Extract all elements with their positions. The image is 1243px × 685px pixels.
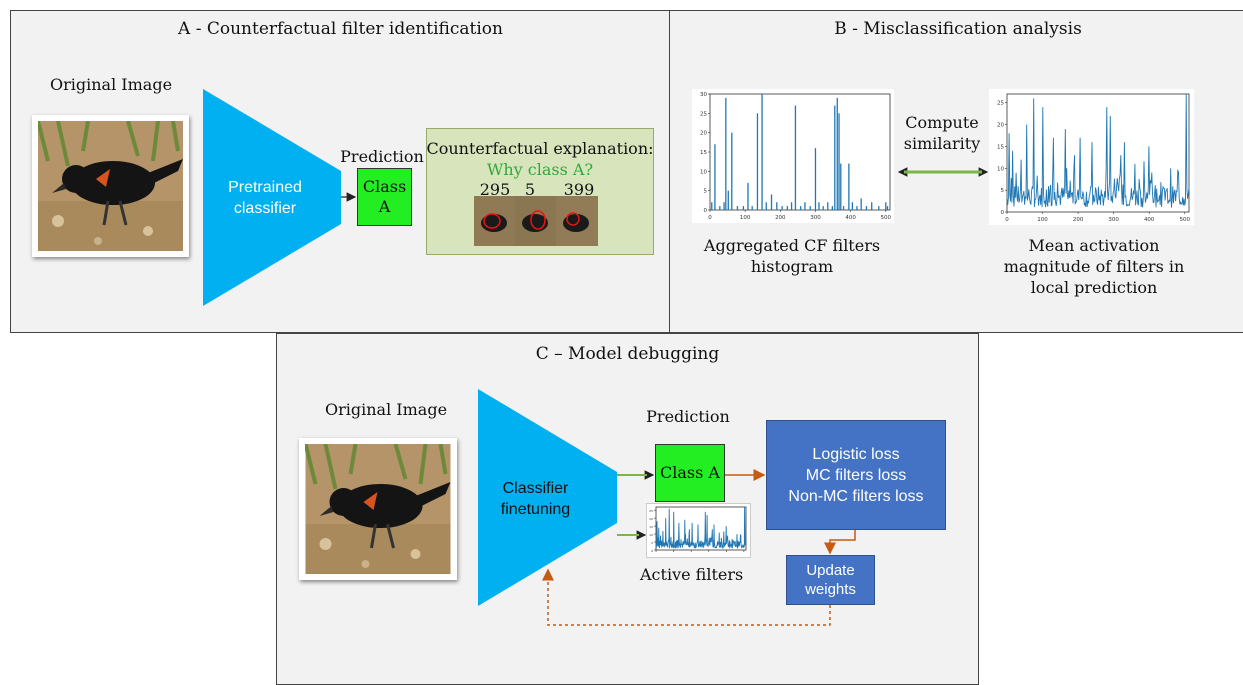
x-tick-label: 400 (723, 556, 729, 557)
y-tick-label: 25 (649, 509, 653, 513)
activation-caption-1: Mean activation (1028, 236, 1160, 255)
loss-line-3: Non-MC filters loss (788, 487, 924, 505)
y-tick-label: 10 (997, 166, 1004, 172)
classifier-finetuning-shape (478, 389, 617, 606)
y-tick-label: 30 (700, 92, 707, 98)
x-tick-label: 200 (775, 215, 786, 221)
pretrained-classifier-label-1: Pretrained (228, 179, 302, 196)
y-tick-label: 15 (997, 144, 1004, 150)
panel-c-original-image-label: Original Image (325, 400, 448, 419)
x-tick-label: 0 (1005, 217, 1009, 223)
cf-filter-id-3: 399 (563, 180, 595, 199)
activation-caption-2: magnitude of filters in (1003, 257, 1185, 276)
y-tick-label: 15 (700, 150, 707, 156)
y-tick-label: 20 (997, 123, 1004, 129)
panel-a-class-box: Class A (357, 168, 412, 226)
compute-label-2: similarity (903, 134, 981, 153)
panel-a-title: A - Counterfactual filter identification (178, 19, 503, 39)
panel-c-title: C – Model debugging (535, 344, 720, 364)
x-tick-label: 300 (1108, 217, 1119, 223)
active-filters-chart: 0 100 200 300 400 500 0 5 10 15 20 25 (646, 503, 751, 560)
activation-caption-3: local prediction (1030, 278, 1158, 297)
activation-series-line (655, 506, 747, 549)
loss-box: Logistic loss MC filters loss Non-MC fil… (766, 420, 946, 530)
classifier-finetuning-label-1: Classifier (502, 480, 569, 497)
y-tick-label: 25 (997, 101, 1004, 107)
cf-filter-id-2: 5 (524, 180, 536, 199)
active-filters-svg: 0 100 200 300 400 500 0 5 10 15 20 25 (649, 506, 747, 560)
panel-c-class-label: Class A (660, 463, 720, 482)
x-tick-label: 400 (1144, 217, 1155, 223)
x-tick-label: 200 (688, 556, 694, 557)
y-tick-label: 20 (649, 517, 653, 521)
panel-c-class-box: Class A (655, 444, 725, 502)
x-tick-label: 400 (845, 215, 856, 221)
x-tick-label: 500 (1179, 217, 1190, 223)
x-tick-label: 100 (671, 556, 677, 557)
cf-histogram-caption-2: histogram (750, 257, 834, 276)
panel-a-class-label-2: A (378, 197, 391, 216)
panel-c-bird-photo (299, 438, 457, 580)
bird-image (38, 121, 183, 251)
y-tick-label: 10 (649, 533, 653, 537)
cf-histogram-caption-1: Aggregated CF filters (703, 236, 881, 255)
chart-frame (709, 93, 891, 211)
compute-label-1: Compute (905, 113, 979, 132)
panel-a-class-label-1: Class (362, 177, 407, 196)
y-tick-label: 0 (651, 549, 653, 553)
x-tick-label: 300 (810, 215, 821, 221)
bird-image (305, 444, 451, 574)
classifier-finetuning-label-2: finetuning (500, 501, 571, 518)
pretrained-classifier-label-2: classifier (233, 200, 297, 217)
x-tick-label: 100 (1037, 217, 1048, 223)
y-tick-label: 20 (700, 131, 707, 137)
activation-chart: 0 100 200 300 400 500 0 5 10 15 20 25 (989, 89, 1194, 225)
y-tick-label: 0 (704, 208, 708, 214)
x-tick-label: 500 (881, 215, 892, 221)
cf-histogram-svg: 0 100 200 300 400 500 0 5 10 15 20 25 30 (700, 92, 892, 221)
activation-series-line (1006, 93, 1190, 208)
y-tick-label: 5 (704, 189, 708, 195)
panel-b-title: B - Misclassification analysis (834, 19, 1082, 39)
y-tick-label: 15 (649, 525, 653, 529)
activation-svg: 0 100 200 300 400 500 0 5 10 15 20 25 (997, 93, 1190, 223)
y-tick-label: 5 (1001, 188, 1005, 194)
chart-frame (655, 506, 747, 551)
x-tick-label: 0 (708, 215, 712, 221)
cf-title: Counterfactual explanation: (426, 139, 654, 158)
update-label-2: weights (805, 581, 856, 598)
y-tick-label: 5 (651, 541, 653, 545)
x-tick-label: 500 (741, 556, 747, 557)
pretrained-classifier-shape (203, 89, 341, 306)
x-tick-label: 200 (1073, 217, 1084, 223)
panel-a-prediction-label: Prediction (340, 147, 424, 166)
active-filters-label: Active filters (640, 565, 744, 584)
loss-line-2: MC filters loss (805, 466, 907, 484)
y-tick-label: 25 (700, 111, 707, 117)
loss-line-1: Logistic loss (812, 445, 900, 463)
panel-a-original-image-label: Original Image (50, 75, 173, 94)
chart-frame (1006, 93, 1190, 213)
cf-histogram-chart: 0 100 200 300 400 500 0 5 10 15 20 25 30 (692, 89, 894, 223)
update-label-1: Update (806, 562, 855, 579)
cf-why: Why class A? (486, 160, 594, 179)
update-weights-box: Update weights (786, 555, 875, 605)
panel-a-bird-photo (32, 115, 189, 257)
x-tick-label: 0 (655, 556, 657, 557)
x-tick-label: 100 (740, 215, 751, 221)
cf-filter-id-1: 295 (479, 180, 511, 199)
cf-filter-thumbnails (474, 196, 598, 246)
y-tick-label: 10 (700, 169, 707, 175)
panel-c-prediction-label: Prediction (646, 407, 730, 426)
y-tick-label: 0 (1001, 210, 1005, 216)
x-tick-label: 300 (706, 556, 712, 557)
